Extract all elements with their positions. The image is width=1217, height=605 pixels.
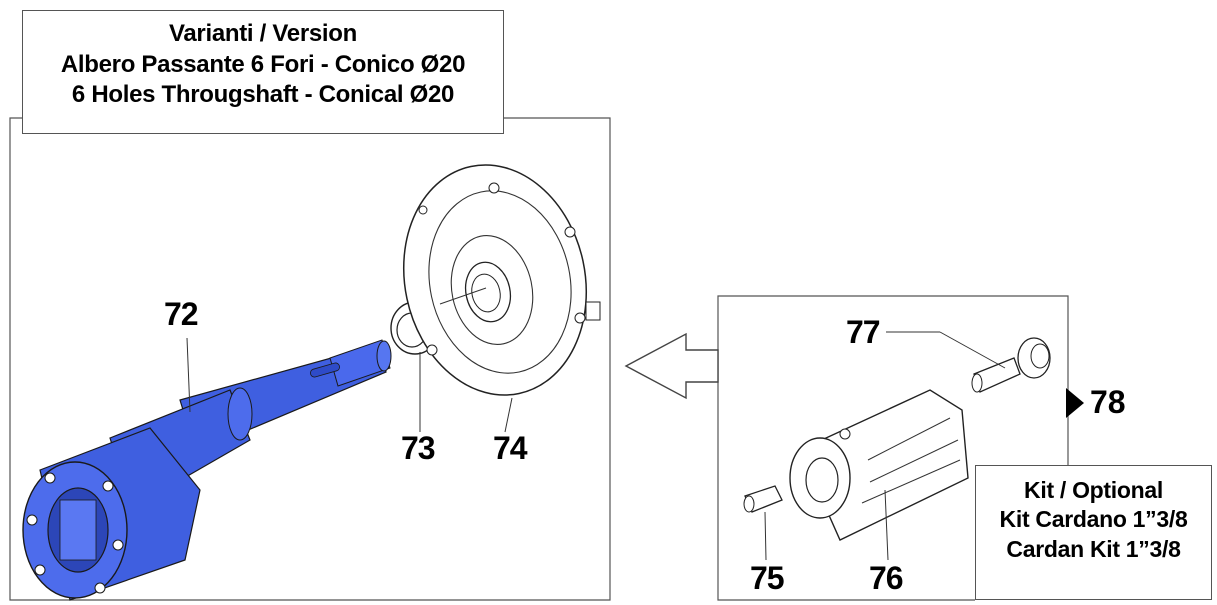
right-group-frame xyxy=(717,295,1069,601)
callout-72: 72 xyxy=(164,296,199,332)
callout-77: 77 xyxy=(846,314,881,350)
kit-title: Kit / Optional xyxy=(1024,477,1163,503)
part-75-key xyxy=(743,485,783,513)
left-group-frame xyxy=(9,117,611,601)
callout-78: 78 xyxy=(1090,384,1126,420)
kit-label-box: Kit / Optional Kit Cardano 1”3/8 Cardan … xyxy=(975,465,1212,600)
part-72-shaft xyxy=(22,339,392,601)
callout-76: 76 xyxy=(869,560,904,596)
callout-75: 75 xyxy=(750,560,785,596)
variant-description-it: Albero Passante 6 Fori - Conico Ø20 xyxy=(60,50,466,78)
callout-78-with-pointer: 78 xyxy=(1066,384,1126,421)
kit-description-it: Kit Cardano 1”3/8 xyxy=(999,506,1188,533)
leader-lines xyxy=(186,287,1006,561)
part-76-cardan-coupling xyxy=(789,389,969,541)
part-74-flange-cover xyxy=(402,164,601,396)
variant-title: Varianti / Version xyxy=(168,20,358,47)
variant-description-en: 6 Holes Througshaft - Conical Ø20 xyxy=(71,81,455,109)
kit-description-en: Cardan Kit 1”3/8 xyxy=(1006,535,1181,562)
hollow-arrow-icon xyxy=(624,332,719,400)
callout-73: 73 xyxy=(401,430,436,466)
variant-label-box: Varianti / Version Albero Passante 6 For… xyxy=(22,10,504,134)
triangle-pointer-icon xyxy=(1066,387,1084,418)
part-77-screw xyxy=(971,337,1051,393)
callout-74: 74 xyxy=(493,430,528,466)
